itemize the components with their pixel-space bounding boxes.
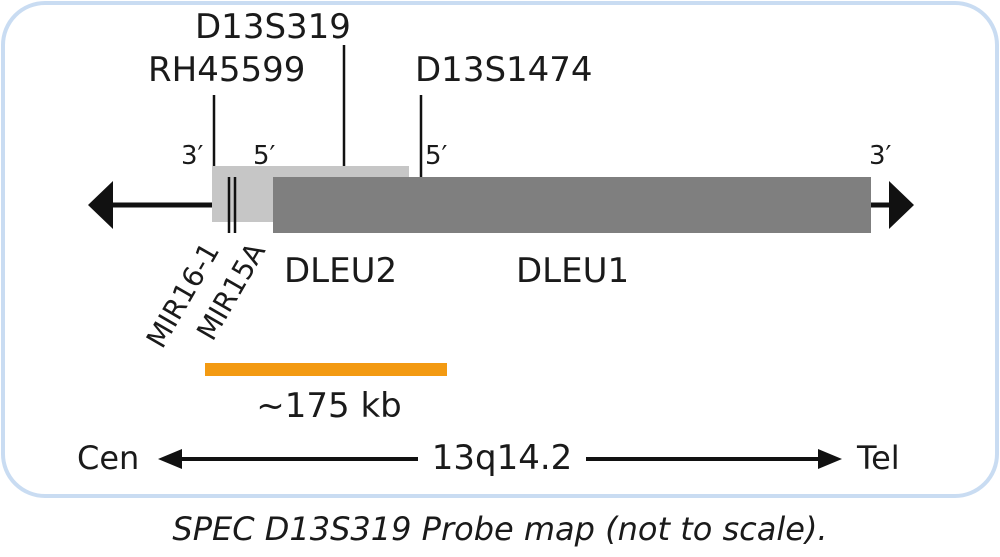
right-arrowhead bbox=[889, 181, 914, 229]
axis-right-arrowhead bbox=[818, 449, 842, 469]
marker-label-rh45599: RH45599 bbox=[148, 50, 305, 90]
end-label-dleu1-5prime: 5′ bbox=[425, 141, 448, 171]
axis-left-arrowhead bbox=[158, 449, 182, 469]
gene-label-dleu1: DLEU1 bbox=[516, 251, 629, 291]
end-label-dleu1-3prime: 3′ bbox=[869, 141, 892, 171]
probe-size-label: ~175 kb bbox=[256, 386, 401, 426]
gene-label-dleu2: DLEU2 bbox=[284, 251, 397, 291]
caption: SPEC D13S319 Probe map (not to scale). bbox=[172, 510, 827, 548]
dleu1-box bbox=[273, 177, 871, 233]
probe-bar bbox=[205, 363, 447, 376]
axis-label-region: 13q14.2 bbox=[432, 438, 573, 478]
end-label-dleu2-5prime: 5′ bbox=[253, 141, 276, 171]
left-arrowhead bbox=[88, 181, 113, 229]
axis-label-tel: Tel bbox=[856, 439, 900, 477]
axis-label-cen: Cen bbox=[77, 439, 139, 477]
end-label-dleu2-3prime: 3′ bbox=[181, 141, 204, 171]
marker-label-d13s319: D13S319 bbox=[195, 7, 351, 47]
marker-label-d13s1474: D13S1474 bbox=[415, 50, 593, 90]
